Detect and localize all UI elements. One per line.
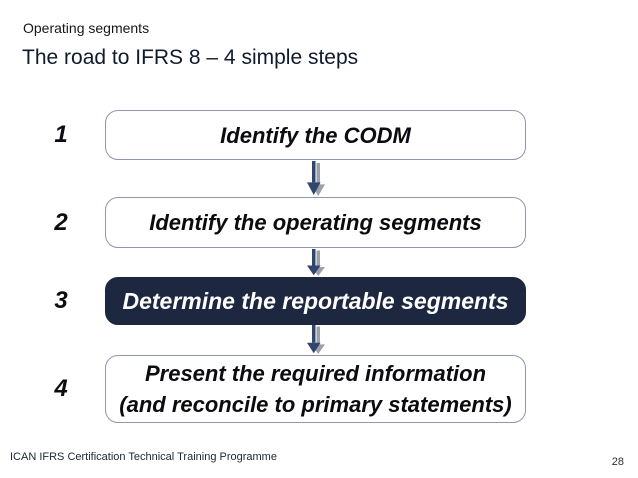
- step-box-label: Determine the reportable segments: [122, 287, 509, 314]
- footer-text: ICAN IFRS Certification Technical Traini…: [10, 451, 277, 463]
- step-box-label: Identify the operating segments: [149, 210, 482, 235]
- step-number-3: 3: [54, 287, 68, 314]
- step-box-present-required-information: Present the required information (and re…: [105, 355, 526, 423]
- step-number-1: 1: [54, 121, 68, 148]
- step-box-determine-reportable-segments: Determine the reportable segments: [105, 277, 526, 325]
- down-arrow-icon: [303, 249, 329, 276]
- step-box-identify-codm: Identify the CODM: [105, 110, 526, 160]
- step-box-identify-operating-segments: Identify the operating segments: [105, 197, 526, 248]
- step-number-4: 4: [54, 375, 68, 402]
- page-number: 28: [611, 456, 624, 468]
- step-number-2: 2: [54, 208, 68, 236]
- step-box-label-line2: (and reconcile to primary statements): [119, 392, 512, 417]
- step-box-label-line1: Present the required information: [144, 361, 487, 386]
- down-arrow-icon: [303, 325, 329, 354]
- step-box-label: Identify the CODM: [220, 122, 411, 148]
- slide-eyebrow: Operating segments: [23, 20, 150, 36]
- down-arrow-icon: [303, 161, 329, 196]
- page-title: The road to IFRS 8 – 4 simple steps: [22, 46, 359, 69]
